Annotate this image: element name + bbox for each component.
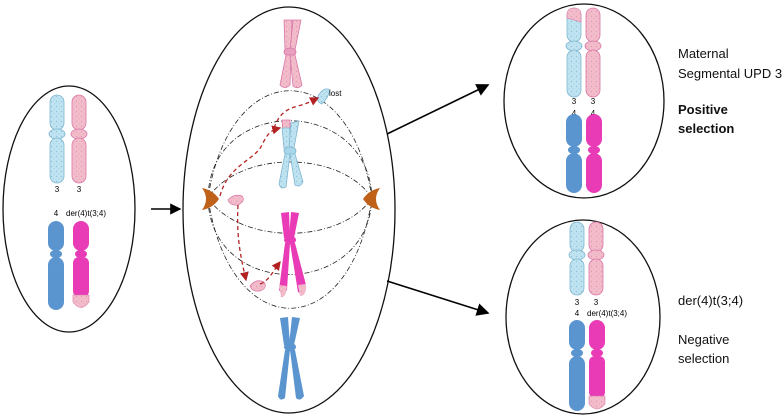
bottom-der4-pink [588, 320, 606, 410]
mitosis-cell-membrane [182, 6, 396, 414]
bottom-chr3-maternal [568, 221, 586, 296]
left-chr4-normal [48, 221, 64, 310]
left-chr3-label-a: 3 [55, 185, 60, 194]
top-chr3-recombinant [565, 7, 583, 98]
top-result-membrane [503, 3, 665, 199]
left-der4-label: der(4)t(3;4) [66, 209, 106, 218]
top-chr3-label-a: 3 [572, 97, 577, 106]
bottom-chr3-label-b: 3 [594, 298, 599, 307]
left-cell: 3 3 4 der(4)t(3;4) [2, 85, 136, 333]
bottom-chr3-paternal [587, 221, 605, 296]
left-chr3-paternal [70, 94, 88, 184]
red-movement-arrows [219, 97, 320, 285]
top-chr4-label-a: 4 [572, 109, 577, 118]
bottom-chr4-label: 4 [575, 309, 580, 318]
top-result-title-line1: Maternal [678, 46, 729, 61]
arrow-to-top-result [386, 84, 490, 135]
top-chr3-label-b: 3 [591, 97, 596, 106]
bottom-der4-label: der(4)t(3;4) [587, 309, 627, 318]
lost-label: lost [329, 89, 342, 98]
left-der4-chromosome [72, 221, 90, 308]
fragment-left [227, 194, 244, 206]
bottom-chr3-label-a: 3 [575, 298, 580, 307]
mitosis-der4-x [279, 212, 307, 298]
top-chr4-label-b: 4 [591, 109, 596, 118]
top-result-selection-line2: selection [678, 121, 735, 136]
top-result-selection-line1: Positive [678, 102, 728, 117]
centrosome-left [202, 188, 219, 210]
arrow-to-bottom-result [386, 280, 490, 316]
mitosis-chr3-paternal-top [279, 19, 303, 89]
mitosis-chr4-x [278, 317, 304, 400]
top-result-title-line2: Segmental UPD 3 [678, 66, 783, 81]
top-result-cell: 3 3 4 4 [503, 3, 665, 199]
bottom-result-selection-line1: Negative [678, 332, 730, 347]
bottom-result-membrane [505, 219, 661, 415]
top-chr4-pink [586, 114, 602, 193]
left-chr3-label-b: 3 [77, 185, 82, 194]
mitosis-cell: lost [182, 6, 396, 414]
bottom-result-cell: 3 3 4 der(4)t(3;4) [505, 219, 661, 415]
bottom-result-selection-line2: selection [678, 351, 730, 366]
centrosome-right [363, 188, 380, 210]
left-chr3-maternal [48, 94, 66, 184]
bottom-result-title: der(4)t(3;4) [678, 293, 744, 308]
left-cell-membrane [2, 85, 136, 333]
top-chr3-paternal [584, 7, 602, 98]
left-chr4-label: 4 [54, 209, 59, 218]
bottom-chr4-blue [569, 320, 585, 411]
top-chr4-blue [566, 114, 582, 193]
mitosis-chr3-recombinant [278, 119, 304, 189]
